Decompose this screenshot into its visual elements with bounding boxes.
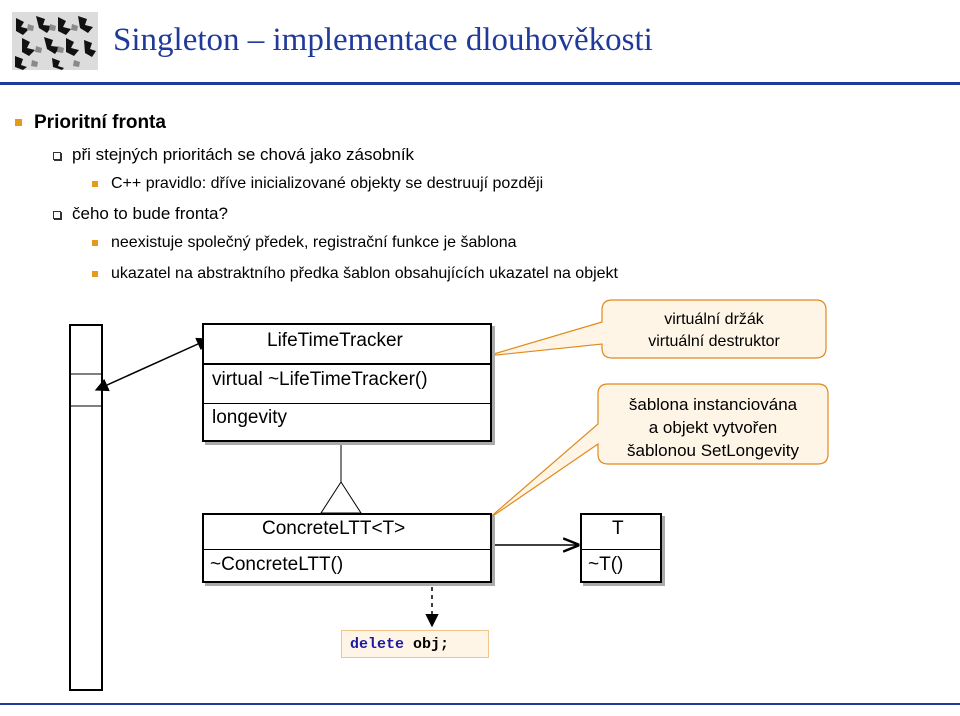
callout-virtual-holder-text: virtuální držák virtuální destruktor — [604, 309, 824, 353]
callout-line: šablona instanciována — [628, 395, 798, 414]
callout-line: a objekt vytvořen — [648, 418, 778, 437]
inheritance-triangle — [320, 481, 362, 514]
bullet-checkbox-icon — [53, 152, 61, 160]
bullet-priority-queue: Prioritní fronta — [34, 112, 166, 133]
bullet-abstract-pointer: ukazatel na abstraktního předka šablon o… — [111, 265, 618, 282]
slide-title: Singleton – implementace dlouhověkosti — [113, 22, 653, 58]
class-divider — [582, 549, 660, 550]
class-divider — [204, 403, 490, 404]
bullet-no-common-ancestor: neexistuje společný předek, registrační … — [111, 234, 517, 251]
lifetime-tracker-class — [202, 323, 492, 442]
t-class-name: T — [612, 518, 624, 539]
priority-queue-stack — [69, 324, 103, 691]
callout-line: šablonou SetLongevity — [626, 441, 800, 460]
bullet-stack-behaviour: při stejných prioritách se chová jako zá… — [72, 145, 415, 164]
bottom-divider — [0, 703, 960, 705]
stack-to-tracker-arrow — [94, 337, 211, 392]
bullet-square-icon — [92, 181, 98, 187]
bullet-cpp-rule: C++ pravidlo: dříve inicializované objek… — [111, 175, 544, 192]
code-rest: obj; — [404, 636, 450, 653]
callout-template-shape — [486, 383, 829, 521]
lifetime-tracker-destructor: virtual ~LifeTimeTracker() — [212, 369, 428, 390]
callout-virtual-holder-shape — [486, 299, 827, 359]
class-divider — [204, 549, 490, 550]
class-divider — [204, 363, 490, 365]
escher-logo-image — [12, 12, 98, 70]
t-class-destructor: ~T() — [588, 554, 624, 575]
concrete-ltt-name: ConcreteLTT<T> — [262, 518, 406, 539]
callout-line: virtuální držák — [664, 311, 764, 328]
callout-line: virtuální destruktor — [648, 333, 780, 350]
lifetime-tracker-name: LifeTimeTracker — [267, 330, 403, 351]
callout-template-text: šablona instanciována a objekt vytvořen … — [600, 393, 826, 462]
bullet-square-icon — [15, 119, 22, 126]
bullet-checkbox-icon — [53, 211, 61, 219]
concrete-ltt-class — [202, 513, 492, 583]
title-divider — [0, 82, 960, 85]
delete-code-snippet: delete obj; — [341, 630, 489, 658]
code-keyword: delete — [350, 636, 405, 653]
concrete-ltt-destructor: ~ConcreteLTT() — [210, 554, 344, 575]
bullet-square-icon — [92, 271, 98, 277]
lifetime-tracker-longevity: longevity — [212, 407, 287, 428]
t-class — [580, 513, 662, 583]
bullet-square-icon — [92, 240, 98, 246]
bullet-queue-question: čeho to bude fronta? — [72, 204, 228, 223]
